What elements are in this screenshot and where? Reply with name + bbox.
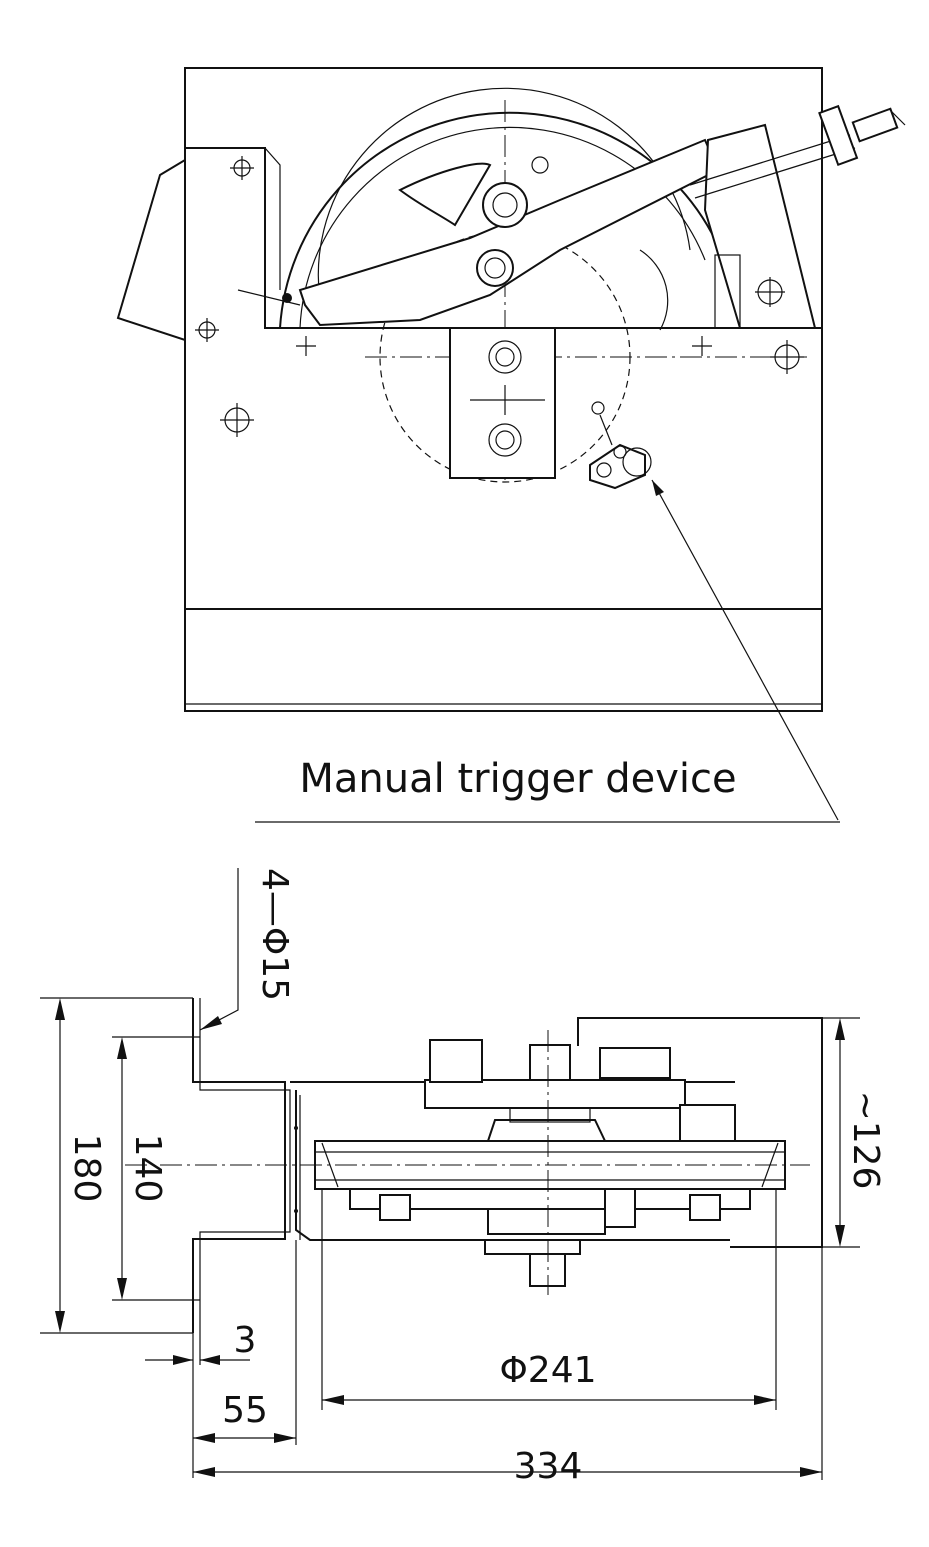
dim-3: 3 bbox=[234, 1320, 257, 1361]
dim-55: 55 bbox=[222, 1390, 268, 1431]
leader-line bbox=[651, 479, 839, 821]
dim-126: ~126 bbox=[845, 1091, 886, 1190]
housing-outline bbox=[184, 67, 823, 712]
switch-box bbox=[703, 123, 817, 329]
dim-140: 140 bbox=[127, 1134, 168, 1203]
top-assembly bbox=[424, 1079, 686, 1109]
side-block bbox=[116, 158, 186, 342]
dim-pulley-diameter: Φ241 bbox=[499, 1350, 596, 1391]
spring bbox=[818, 104, 859, 167]
manual-trigger-device bbox=[589, 401, 652, 490]
dim-holes: 4—Φ15 bbox=[254, 868, 295, 1001]
nut bbox=[851, 107, 899, 143]
lever-arm bbox=[298, 138, 720, 327]
mount-bracket bbox=[449, 327, 556, 479]
dim-180: 180 bbox=[66, 1134, 107, 1203]
pivot-bolt bbox=[476, 249, 514, 287]
tension-rod bbox=[689, 134, 851, 186]
cam bbox=[398, 162, 492, 227]
label-manual-trigger: Manual trigger device bbox=[299, 756, 736, 802]
side-view bbox=[40, 868, 860, 1480]
bottom-assembly bbox=[349, 1188, 751, 1210]
front-view bbox=[116, 67, 906, 823]
hub bbox=[486, 1119, 607, 1142]
dim-334: 334 bbox=[514, 1446, 583, 1487]
mount-plate-profile bbox=[192, 998, 286, 1333]
